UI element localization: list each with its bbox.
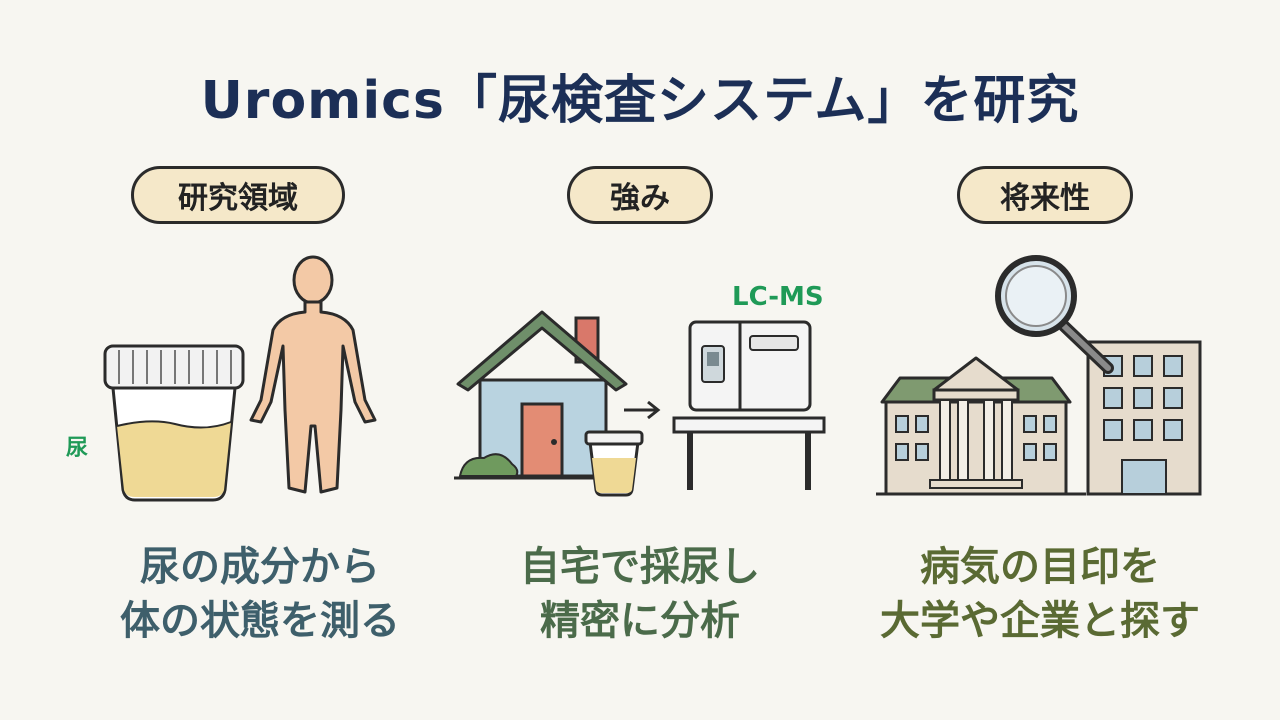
lcms-machine-icon <box>672 320 826 490</box>
human-body-icon <box>249 255 377 494</box>
small-urine-cup-icon <box>584 430 644 497</box>
research-area-illustration <box>103 255 377 502</box>
urine-cup-icon <box>103 344 245 502</box>
heading-research-area: 研究領域 <box>131 166 345 224</box>
strength-caption-line1: 自宅で採尿し <box>520 544 760 590</box>
future-caption-line1: 病気の目印を <box>920 544 1160 590</box>
strength-illustration <box>454 310 826 497</box>
lcms-label: LC-MS <box>732 282 824 312</box>
future-caption: 病気の目印を 大学や企業と探す <box>820 540 1260 648</box>
future-caption-line2: 大学や企業と探す <box>880 598 1200 644</box>
page-title: Uromics「尿検査システム」を研究 <box>200 71 1080 131</box>
urine-label: 尿 <box>66 436 89 461</box>
research-area-caption-line2: 体の状態を測る <box>120 598 400 644</box>
research-area-caption-line1: 尿の成分から <box>140 544 380 590</box>
heading-strength: 強み <box>567 166 713 224</box>
magnifier-icon <box>995 255 1114 374</box>
university-building-icon <box>876 356 1086 496</box>
strength-caption: 自宅で採尿し 精密に分析 <box>420 540 860 648</box>
arrow-icon <box>624 400 661 420</box>
research-area-caption: 尿の成分から 体の状態を測る <box>40 540 480 648</box>
strength-caption-line2: 精密に分析 <box>540 598 740 644</box>
future-illustration <box>876 255 1202 496</box>
heading-future: 将来性 <box>957 166 1133 224</box>
